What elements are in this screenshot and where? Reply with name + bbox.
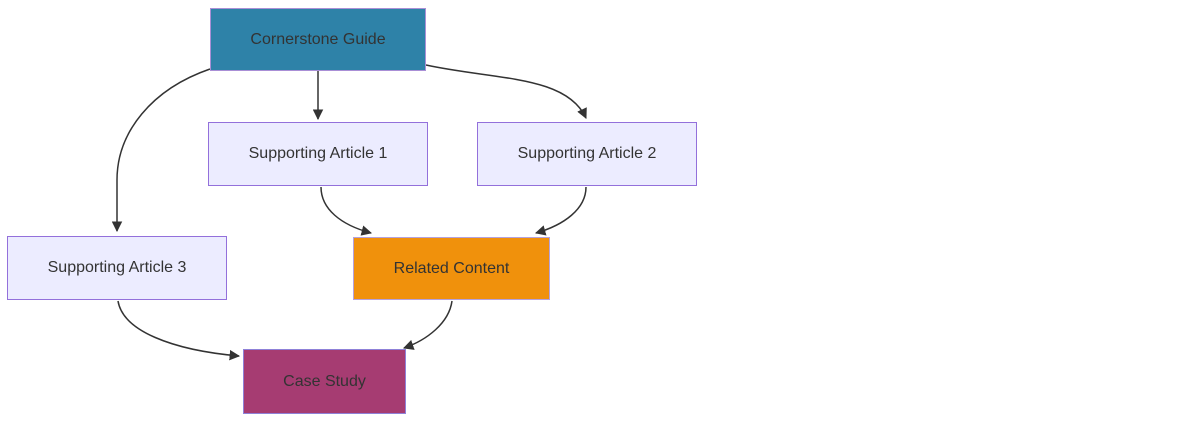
node-supporting-article-1: Supporting Article 1 [208,122,428,186]
node-supporting-article-3: Supporting Article 3 [7,236,227,300]
node-label: Case Study [283,372,366,390]
edge-cornerstone-to-article3 [111,68,211,233]
edge-article2-to-related [534,186,587,236]
node-case-study: Case Study [243,349,406,414]
node-cornerstone-guide: Cornerstone Guide [210,8,426,71]
node-label: Supporting Article 2 [517,145,657,163]
node-related-content: Related Content [353,237,550,300]
node-label: Related Content [393,259,510,277]
edge-related-to-case [403,300,453,350]
node-label: Supporting Article 1 [248,145,388,163]
node-label: Supporting Article 3 [47,259,187,277]
node-supporting-article-2: Supporting Article 2 [477,122,697,186]
edge-article3-to-case [117,300,241,361]
node-label: Cornerstone Guide [250,30,386,48]
edge-cornerstone-to-article2 [425,64,587,119]
edge-article1-to-related [320,186,373,236]
